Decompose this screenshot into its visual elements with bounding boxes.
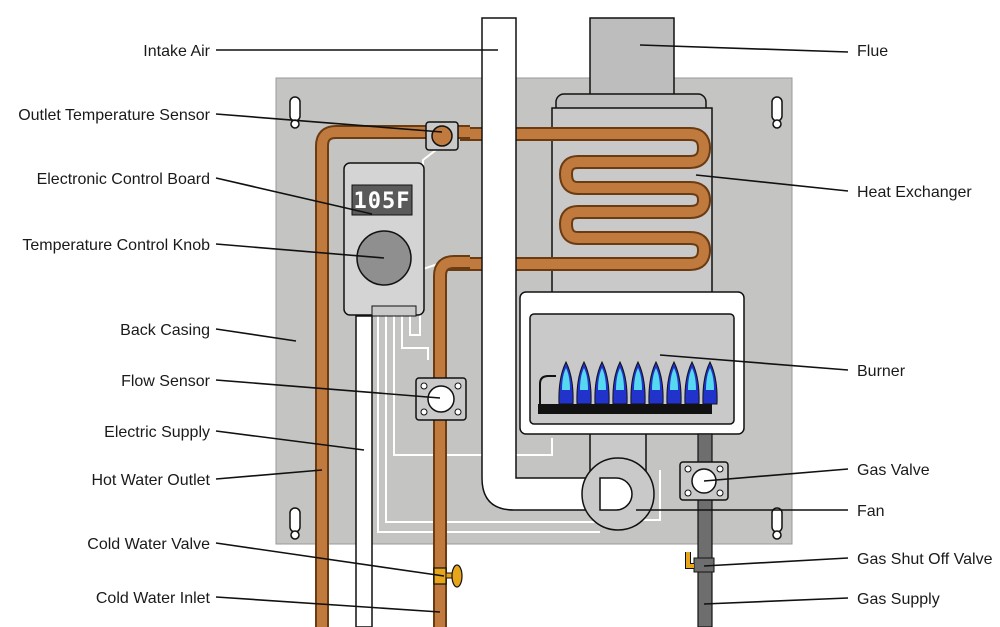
flame-core — [706, 368, 714, 390]
flame-core — [598, 368, 606, 390]
label-outlet-temperature-sensor: Outlet Temperature Sensor — [18, 107, 210, 124]
electric-supply-cable — [355, 315, 373, 627]
flame-core — [616, 368, 624, 390]
flame-core — [580, 368, 588, 390]
mounting-slot-icon — [289, 96, 783, 540]
temperature-display — [351, 184, 413, 216]
burner-flames — [558, 360, 718, 405]
gas-valve — [679, 461, 729, 501]
right-labels: Flue Heat Exchanger Burner Gas Valve Fan… — [857, 43, 993, 608]
label-gas-shut-off-valve: Gas Shut Off Valve — [857, 551, 993, 568]
flame-core — [562, 368, 570, 390]
electronic-control-board: 105F — [343, 162, 425, 317]
flame-core — [688, 368, 696, 390]
label-cold-water-inlet: Cold Water Inlet — [96, 590, 211, 607]
cold-water-valve[interactable] — [433, 564, 463, 588]
intake-air-duct — [481, 17, 615, 511]
flue — [555, 17, 707, 117]
label-fan: Fan — [857, 503, 885, 520]
label-intake-air: Intake Air — [143, 43, 210, 60]
label-heat-exchanger: Heat Exchanger — [857, 184, 972, 201]
heat-exchanger — [448, 107, 713, 295]
display-reading: 105F — [354, 189, 411, 214]
flame-core — [634, 368, 642, 390]
left-labels: Intake Air Outlet Temperature Sensor Ele… — [18, 43, 210, 607]
label-back-casing: Back Casing — [120, 322, 210, 339]
outlet-temperature-sensor — [425, 121, 459, 151]
label-hot-water-outlet: Hot Water Outlet — [91, 472, 210, 489]
label-electric-supply: Electric Supply — [104, 424, 210, 441]
label-gas-valve: Gas Valve — [857, 462, 930, 479]
cold-water-inlet-pipe — [433, 255, 470, 627]
label-temperature-control-knob: Temperature Control Knob — [22, 237, 210, 254]
label-cold-water-valve: Cold Water Valve — [87, 536, 210, 553]
leader-lines — [215, 44, 849, 613]
flow-sensor — [415, 377, 467, 421]
fan — [581, 431, 655, 531]
gas-shut-off-valve[interactable] — [685, 552, 715, 573]
label-electronic-control-board: Electronic Control Board — [37, 171, 210, 188]
hot-water-outlet-pipe — [315, 125, 470, 627]
label-flow-sensor: Flow Sensor — [121, 373, 211, 390]
label-flue: Flue — [857, 43, 888, 60]
flame-core — [652, 368, 660, 390]
flame-core — [670, 368, 678, 390]
label-gas-supply: Gas Supply — [857, 591, 940, 608]
label-burner: Burner — [857, 363, 906, 380]
